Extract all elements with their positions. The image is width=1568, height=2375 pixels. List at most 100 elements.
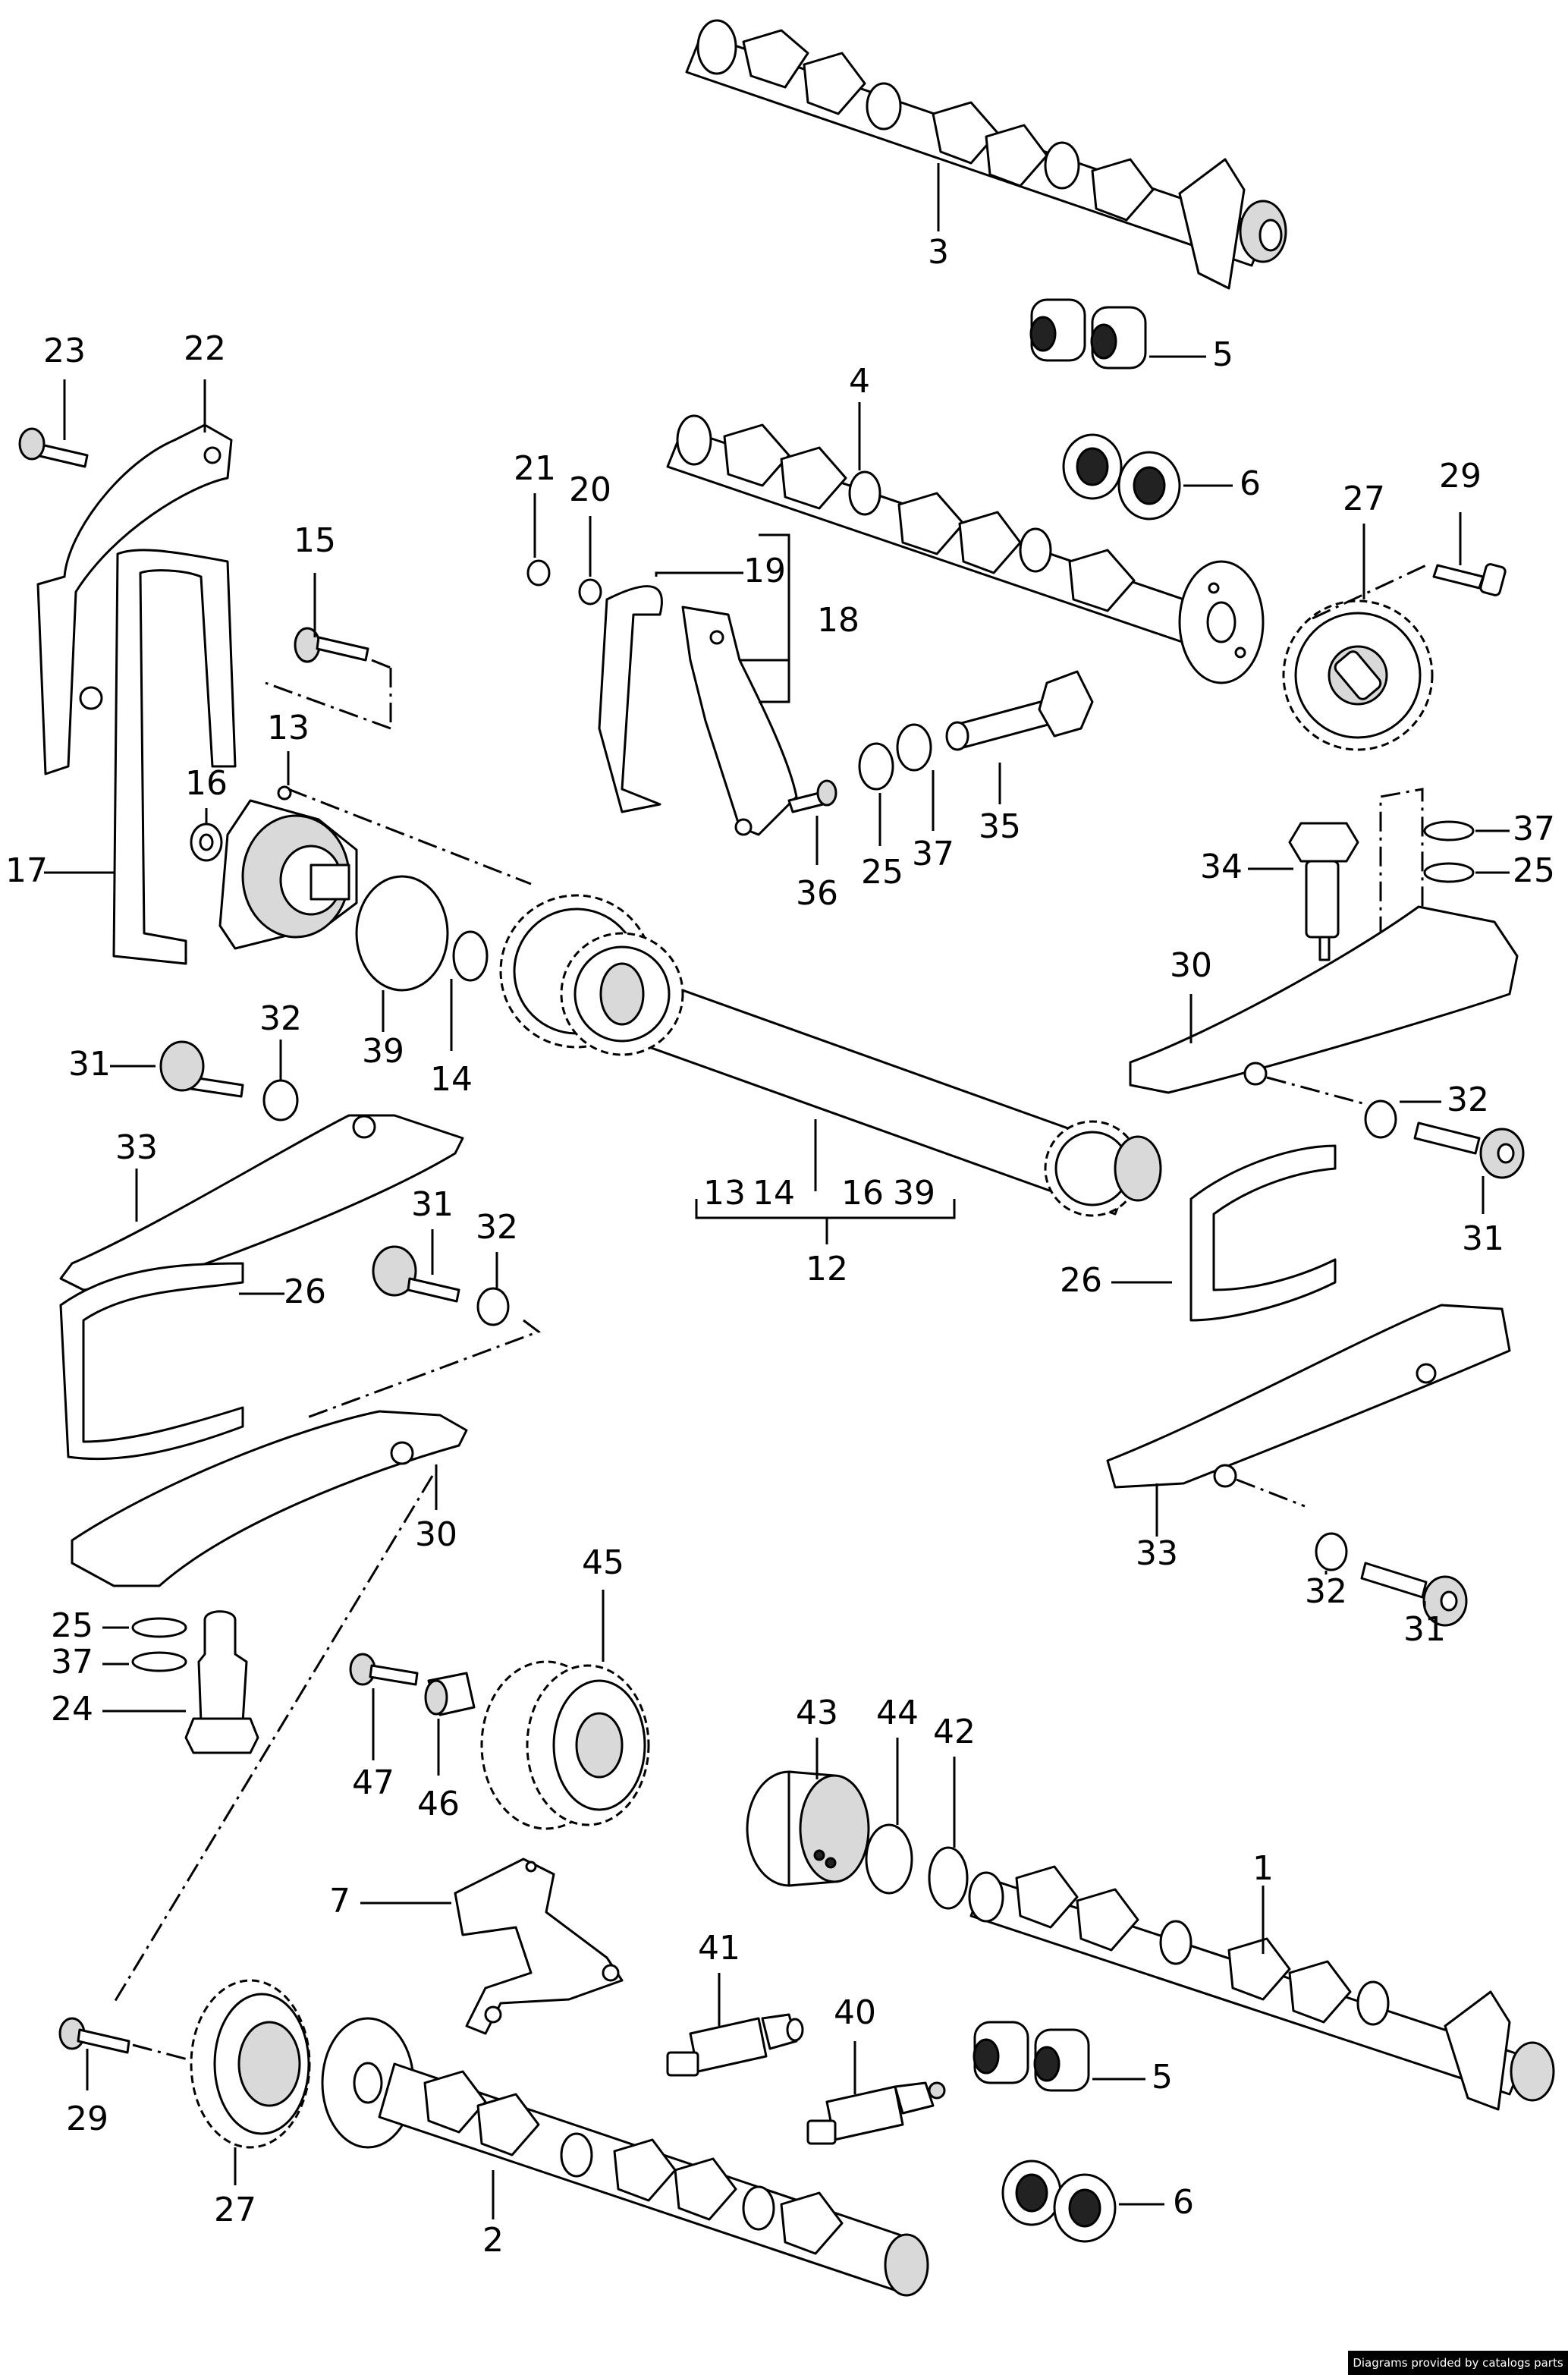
oring-32-right-upper bbox=[1364, 1099, 1397, 1139]
oring-14 bbox=[452, 930, 489, 982]
callout-14-label: 14 bbox=[430, 1060, 473, 1099]
timing-chain-26-left bbox=[59, 1262, 244, 1461]
bearing-flange-13 bbox=[218, 785, 358, 950]
callout-26-right: 26 bbox=[1060, 1261, 1102, 1300]
callout-25-right: 25 bbox=[1513, 851, 1555, 890]
bolt-47 bbox=[349, 1653, 419, 1686]
washer-37-left bbox=[131, 1651, 187, 1672]
callout-34: 34 bbox=[1200, 848, 1243, 886]
callout-39-label: 39 bbox=[362, 1032, 404, 1071]
chain-rail-33-left bbox=[59, 1114, 464, 1291]
oring-39 bbox=[355, 875, 449, 992]
callout-20: 20 bbox=[569, 470, 611, 509]
callout-4: 4 bbox=[849, 362, 870, 401]
callout-16-label: 16 bbox=[185, 764, 228, 803]
callout-1: 1 bbox=[1252, 1849, 1274, 1888]
bolt-31-left-upper bbox=[159, 1040, 244, 1098]
seal-44 bbox=[865, 1823, 913, 1895]
callout-labels: 1 2 3 4 5 5 6 6 7 12 13 13 14 14 15 16 1… bbox=[5, 233, 1555, 2260]
washer-25-center bbox=[858, 742, 894, 791]
washer-25-left bbox=[131, 1617, 187, 1638]
bolt-31-right-upper bbox=[1413, 1121, 1525, 1179]
callout-32-right-upper: 32 bbox=[1447, 1081, 1489, 1119]
callout-27-top: 27 bbox=[1343, 480, 1385, 518]
seal-16 bbox=[190, 823, 223, 862]
guide-rail-19 bbox=[598, 585, 663, 813]
callout-31-right-upper: 31 bbox=[1462, 1219, 1504, 1258]
callout-18: 18 bbox=[817, 601, 859, 640]
oring-32-left-middle bbox=[476, 1287, 510, 1326]
callout-37-right: 37 bbox=[1513, 810, 1555, 848]
callout-24: 24 bbox=[51, 1690, 93, 1729]
callout-22: 22 bbox=[184, 329, 226, 368]
callout-44: 44 bbox=[876, 1694, 919, 1732]
callout-39-group: 39 bbox=[893, 1174, 935, 1213]
sprocket-27-top bbox=[1282, 599, 1434, 751]
bolt-29-top bbox=[1432, 563, 1507, 596]
callout-25-center: 25 bbox=[861, 853, 903, 892]
sprocket-45 bbox=[480, 1660, 650, 1830]
callout-33-right: 33 bbox=[1136, 1534, 1178, 1573]
callout-31-left-upper: 31 bbox=[68, 1045, 111, 1084]
oring-32-left-upper bbox=[262, 1079, 299, 1121]
camshaft-3 bbox=[685, 19, 1287, 290]
callout-42: 42 bbox=[933, 1713, 976, 1751]
callout-31-left-middle: 31 bbox=[411, 1185, 454, 1224]
bolt-15 bbox=[294, 627, 369, 663]
callout-43: 43 bbox=[796, 1694, 838, 1732]
circlip-20 bbox=[578, 578, 602, 606]
bolt-23 bbox=[18, 427, 89, 468]
callout-17: 17 bbox=[5, 851, 48, 890]
callout-31-right-lower: 31 bbox=[1403, 1610, 1446, 1649]
chain-guide-22 bbox=[36, 423, 233, 775]
callout-36: 36 bbox=[796, 874, 838, 913]
callout-19: 19 bbox=[743, 552, 786, 590]
chain-rail-30-left bbox=[71, 1410, 468, 1587]
callout-25-left: 25 bbox=[51, 1606, 93, 1645]
chain-rail-33-right bbox=[1106, 1304, 1511, 1489]
callout-13-label: 13 bbox=[267, 709, 310, 747]
callout-23: 23 bbox=[43, 332, 86, 370]
callout-15: 15 bbox=[294, 521, 336, 560]
callout-29-top: 29 bbox=[1439, 457, 1482, 495]
tappet-pair-5-bottom bbox=[973, 2021, 1090, 2092]
cam-adjuster-43 bbox=[746, 1770, 870, 1887]
oring-32-right-lower bbox=[1315, 1532, 1348, 1571]
callout-6-bottom: 6 bbox=[1173, 2183, 1194, 2222]
callout-29-bottom: 29 bbox=[66, 2100, 108, 2138]
callout-30-right: 30 bbox=[1170, 946, 1212, 985]
callout-35: 35 bbox=[979, 807, 1021, 846]
chain-rail-30-right bbox=[1129, 905, 1519, 1094]
bolt-31-left-middle bbox=[372, 1245, 460, 1303]
callout-41: 41 bbox=[698, 1929, 740, 1968]
callout-12: 12 bbox=[806, 1250, 848, 1288]
callout-32-left-middle: 32 bbox=[476, 1208, 518, 1247]
callout-5-top: 5 bbox=[1212, 335, 1233, 374]
control-valve-40 bbox=[806, 2081, 946, 2145]
callout-3: 3 bbox=[928, 233, 949, 272]
camshaft-2 bbox=[321, 2017, 929, 2297]
bolt-31-right-lower bbox=[1360, 1562, 1468, 1627]
diagram-credit-banner: Diagrams provided by catalogs parts bbox=[1348, 2351, 1568, 2375]
bolt-36 bbox=[787, 779, 837, 813]
callout-14-group: 14 bbox=[753, 1174, 795, 1213]
callout-7: 7 bbox=[329, 1882, 350, 1920]
circlip-21 bbox=[526, 559, 551, 587]
callout-13-group: 13 bbox=[703, 1174, 746, 1213]
callout-32-left-upper: 32 bbox=[259, 999, 302, 1038]
washer-37-center bbox=[896, 723, 932, 772]
callout-2: 2 bbox=[482, 2221, 504, 2260]
callout-47: 47 bbox=[352, 1763, 394, 1802]
tappet-pair-6-bottom bbox=[1001, 2160, 1117, 2243]
sprocket-27-bottom bbox=[190, 1979, 311, 2149]
callout-5-bottom: 5 bbox=[1152, 2058, 1173, 2097]
tensioner-34 bbox=[1288, 822, 1359, 961]
bush-46 bbox=[424, 1672, 476, 1716]
chain-tensioner-24 bbox=[184, 1610, 259, 1754]
callout-21: 21 bbox=[514, 449, 556, 488]
callout-16-group: 16 bbox=[841, 1174, 884, 1213]
callout-37-left: 37 bbox=[51, 1643, 93, 1681]
intermediate-shaft-12 bbox=[499, 894, 1162, 1217]
callout-32-right-lower: 32 bbox=[1305, 1572, 1347, 1611]
